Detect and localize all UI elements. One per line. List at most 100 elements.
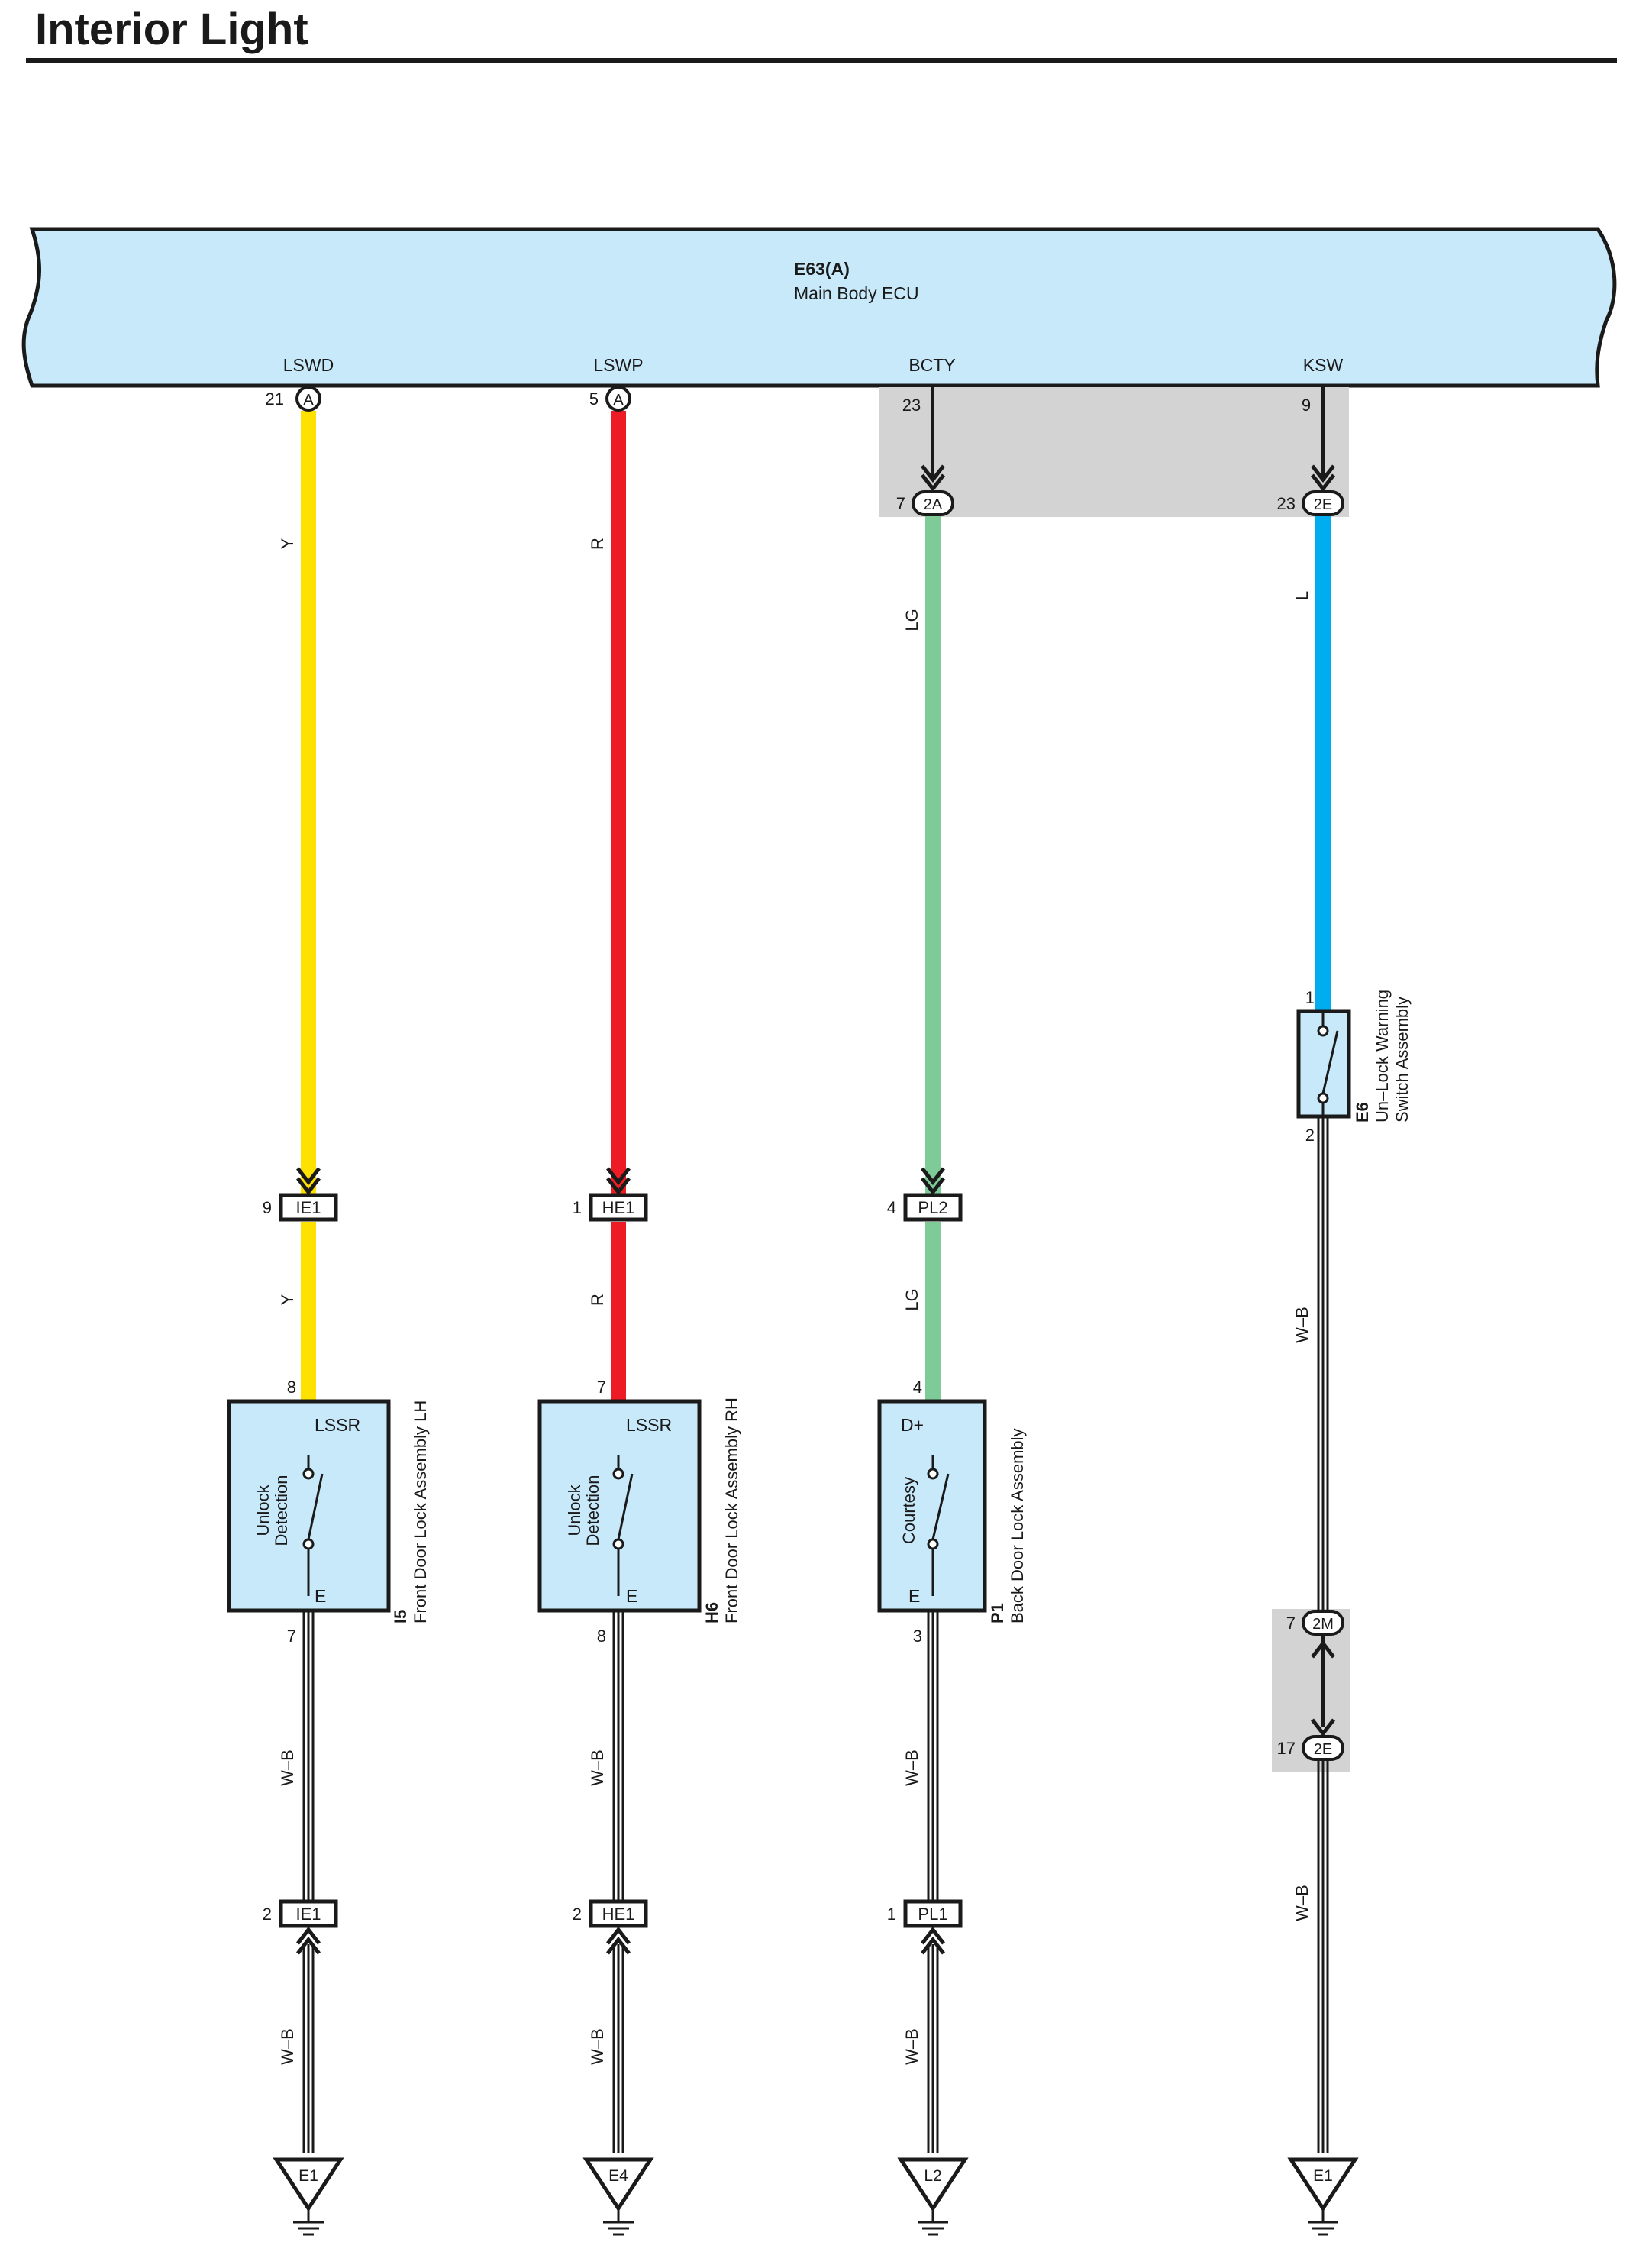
wire-y-upper <box>301 411 316 1213</box>
svg-text:Detection: Detection <box>272 1475 291 1546</box>
wire-label: LG <box>902 1288 921 1310</box>
wire-label: L <box>1292 591 1312 600</box>
svg-text:L2: L2 <box>924 2167 941 2185</box>
wire-label: W–B <box>1292 1885 1312 1921</box>
svg-text:2: 2 <box>1305 1126 1315 1145</box>
svg-text:7: 7 <box>896 494 905 513</box>
svg-text:E1: E1 <box>1313 2167 1333 2185</box>
svg-text:Unlock: Unlock <box>253 1484 273 1536</box>
svg-text:8: 8 <box>287 1378 296 1397</box>
svg-text:HE1: HE1 <box>602 1198 635 1217</box>
component-code: H6 <box>702 1602 721 1623</box>
svg-text:2M: 2M <box>1312 1616 1334 1633</box>
wire-lg-lower <box>925 1222 941 1401</box>
wire-label: W–B <box>278 1749 297 1786</box>
inline-connector-ie1-bottom: IE1 2 <box>263 1899 338 1955</box>
component-e6: 1 2 E6 Un–Lock Warning Switch Assembly <box>1296 988 1412 1145</box>
svg-text:23: 23 <box>1277 494 1296 513</box>
ecu-pin-number: 23 <box>902 396 921 415</box>
wire-label: Y <box>278 538 297 549</box>
wire-lg-upper <box>925 513 941 1213</box>
ecu-body <box>21 227 1617 388</box>
ecu-pin-connector-2: A 5 <box>589 386 631 412</box>
svg-text:1: 1 <box>573 1198 582 1217</box>
svg-text:E1: E1 <box>298 2167 318 2185</box>
junction-connector-2e-lower: 2E 17 <box>1277 1735 1344 1761</box>
svg-text:1: 1 <box>1305 988 1315 1007</box>
svg-text:A: A <box>303 392 314 409</box>
svg-text:IE1: IE1 <box>295 1198 321 1217</box>
wire-r-lower <box>611 1222 626 1401</box>
component-name: Front Door Lock Assembly RH <box>722 1397 741 1623</box>
svg-text:2A: 2A <box>924 496 943 513</box>
wire-label: R <box>588 1294 607 1306</box>
ground-l2: L2 <box>897 2157 969 2236</box>
ground-e4: E4 <box>582 2157 654 2236</box>
junction-connector-2m: 2M 7 <box>1286 1610 1344 1737</box>
wire-label: Y <box>278 1294 297 1305</box>
svg-text:Detection: Detection <box>583 1475 602 1546</box>
svg-text:2: 2 <box>263 1905 272 1924</box>
svg-text:8: 8 <box>597 1627 606 1646</box>
svg-text:7: 7 <box>287 1627 296 1646</box>
svg-text:Courtesy: Courtesy <box>899 1477 918 1544</box>
svg-text:7: 7 <box>597 1378 606 1397</box>
wire-l-upper <box>1315 513 1331 1011</box>
junction-connector-2e-upper: 2E 23 <box>1277 464 1344 516</box>
wire-y-lower <box>301 1222 316 1401</box>
component-name: Switch Assembly <box>1392 997 1412 1123</box>
junction-connector-2a: 2A 7 <box>896 464 954 516</box>
title-underline <box>26 58 1617 63</box>
wb-wire-centres <box>307 1115 1325 2153</box>
svg-text:LSSR: LSSR <box>626 1415 672 1435</box>
wire-label: W–B <box>902 1749 921 1786</box>
inline-connector-pl2-top: PL2 4 <box>887 1167 963 1222</box>
component-code: E6 <box>1353 1102 1372 1123</box>
ecu-terminal-bcty: BCTY <box>908 355 955 375</box>
wb-wires <box>302 1115 1329 2153</box>
ecu-name: Main Body ECU <box>794 283 919 303</box>
component-name: Back Door Lock Assembly <box>1008 1428 1027 1623</box>
svg-text:2: 2 <box>573 1905 582 1924</box>
ground-e1-left: E1 <box>273 2157 344 2236</box>
wire-label: R <box>588 538 607 550</box>
component-name: Front Door Lock Assembly LH <box>411 1401 430 1623</box>
svg-text:3: 3 <box>913 1627 922 1646</box>
svg-text:9: 9 <box>263 1198 272 1217</box>
svg-text:4: 4 <box>913 1378 922 1397</box>
wire-r-upper <box>611 411 626 1213</box>
wire-label: W–B <box>902 2028 921 2065</box>
svg-text:HE1: HE1 <box>602 1905 635 1924</box>
svg-text:1: 1 <box>887 1905 896 1924</box>
svg-text:PL2: PL2 <box>918 1198 947 1217</box>
svg-text:E: E <box>315 1586 326 1606</box>
ecu-pin-number: 9 <box>1302 396 1311 415</box>
wire-label: W–B <box>588 2028 607 2065</box>
svg-text:Unlock: Unlock <box>565 1484 584 1536</box>
wire-label: LG <box>902 609 921 631</box>
junction-shade-top <box>879 387 1349 517</box>
svg-text:2E: 2E <box>1314 496 1332 513</box>
ecu-terminal-ksw: KSW <box>1303 355 1344 375</box>
svg-text:E: E <box>908 1586 920 1606</box>
ecu-code: E63(A) <box>794 259 850 279</box>
component-code: P1 <box>988 1603 1007 1623</box>
component-code: I5 <box>391 1610 410 1623</box>
svg-text:17: 17 <box>1277 1739 1296 1758</box>
wire-label: W–B <box>1292 1307 1312 1343</box>
svg-text:E: E <box>626 1586 637 1606</box>
component-name: Un–Lock Warning <box>1373 990 1392 1123</box>
ecu-pin-number: 5 <box>589 389 599 409</box>
inline-connector-he1-bottom: HE1 2 <box>573 1899 648 1955</box>
svg-text:7: 7 <box>1286 1614 1296 1633</box>
component-i5: 8 LSSR E 7 Unlock Detection I5 Front Doo… <box>227 1378 430 1646</box>
inline-connector-he1-top: HE1 1 <box>573 1167 648 1222</box>
ecu-pin-connector-1: A 21 <box>266 386 321 412</box>
svg-text:4: 4 <box>887 1198 896 1217</box>
inline-connector-pl1-bottom: PL1 1 <box>887 1899 963 1955</box>
svg-text:PL1: PL1 <box>918 1905 947 1924</box>
component-h6: 7 LSSR E 8 Unlock Detection H6 Front Doo… <box>537 1378 741 1646</box>
svg-text:D+: D+ <box>901 1415 924 1435</box>
component-p1: 4 D+ E 3 Courtesy P1 Back Door Lock Asse… <box>877 1378 1027 1646</box>
